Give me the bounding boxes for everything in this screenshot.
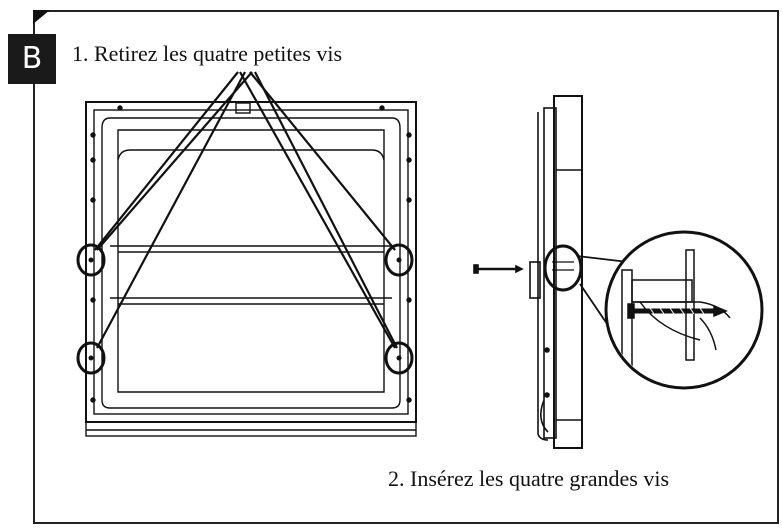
- screw-marker-top-left: [76, 243, 106, 277]
- screw-marker-top-right: [384, 243, 414, 277]
- step-1-label: 1. Retirez les quatre petites vis: [72, 41, 343, 66]
- section-badge: B: [8, 34, 56, 84]
- door-side-view: [529, 95, 583, 449]
- magnified-detail: [604, 230, 764, 390]
- small-screw-markers: [76, 243, 414, 375]
- detail-marker: [543, 244, 583, 292]
- screw-marker-bottom-left: [76, 341, 106, 375]
- screw-marker-bottom-right: [384, 341, 414, 375]
- door-front-view: [85, 101, 417, 437]
- figure-frame: [33, 10, 779, 524]
- frame-corner: [33, 10, 50, 24]
- leader-lines: [94, 71, 398, 349]
- step-2-label: 2. Insérez les quatre grandes vis: [388, 466, 670, 491]
- large-screw: [473, 264, 524, 274]
